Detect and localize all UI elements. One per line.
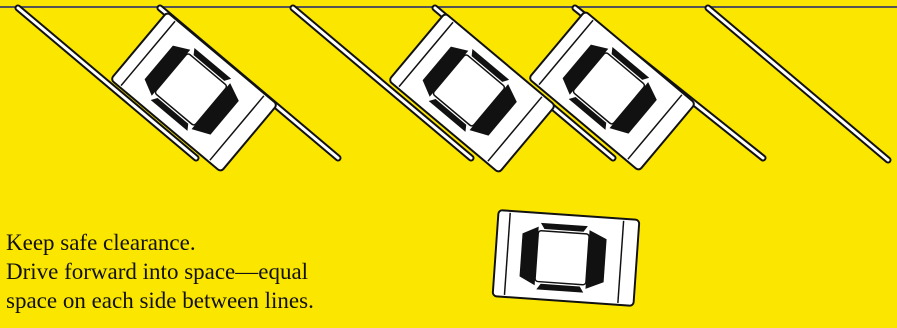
caption-line-2: Drive forward into space—equal [6, 259, 308, 284]
caption-line-3: space on each side between lines. [6, 288, 314, 313]
caption-line-1: Keep safe clearance. [6, 230, 196, 255]
approaching-car [493, 210, 640, 306]
